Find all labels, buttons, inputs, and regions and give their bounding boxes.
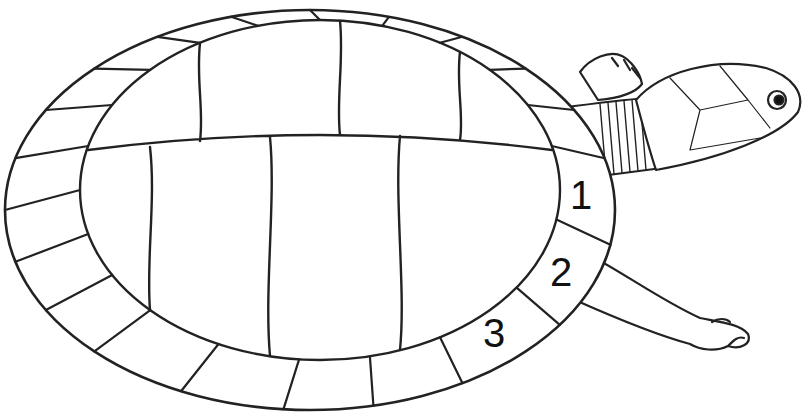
head: [636, 64, 800, 170]
eye: [768, 91, 786, 109]
pupil: [775, 96, 784, 105]
front-leg: [580, 54, 642, 100]
claws: [612, 58, 640, 78]
callout-number: 1: [570, 175, 592, 215]
callout-number: 3: [483, 313, 505, 353]
central-scutes: [88, 21, 552, 356]
callout-number: 2: [550, 252, 572, 292]
carapace: [5, 10, 615, 410]
marginal-boundary: [80, 20, 560, 360]
marginal-scutes: [5, 10, 610, 409]
claws: [712, 319, 744, 346]
head-scales: [670, 66, 770, 150]
